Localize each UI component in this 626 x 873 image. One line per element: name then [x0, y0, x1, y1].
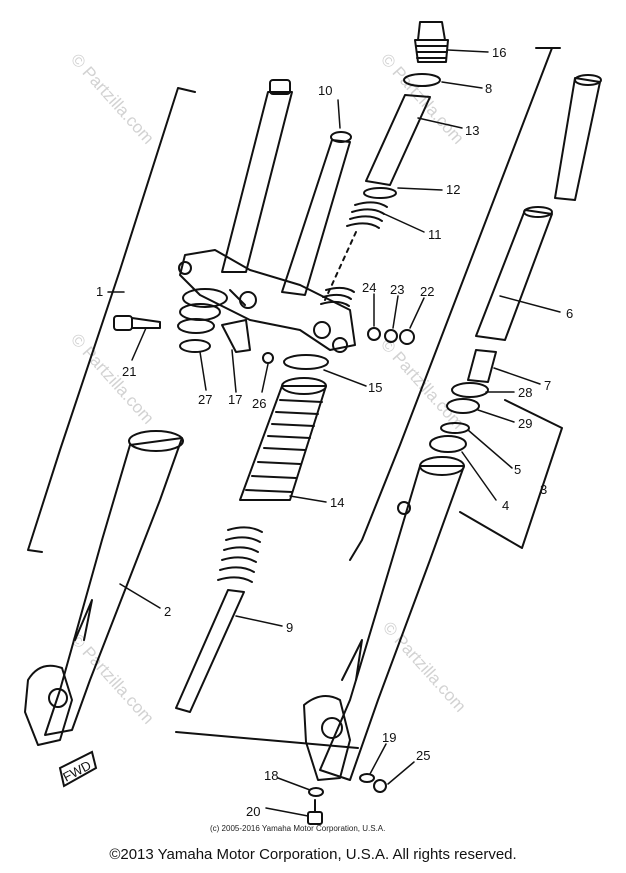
right-outer-tube: [303, 456, 465, 781]
callout-28: 28: [518, 385, 532, 400]
callout-1: 1: [96, 284, 103, 299]
callout-labels: 16 8 13 12 11 10 6 7 28 29 5 3 4 24 23 2…: [96, 45, 573, 819]
damper-rod-9: [175, 526, 263, 713]
washer-18: [308, 787, 324, 797]
callout-17: 17: [228, 392, 242, 407]
left-outer-tube: [24, 430, 184, 746]
watermark-6: © Partzilla.com: [379, 618, 470, 716]
callout-18: 18: [264, 768, 278, 783]
watermark-3: © Partzilla.com: [67, 330, 158, 428]
upper-boot-left: [177, 288, 228, 334]
rubber-boot-14: [239, 377, 327, 501]
callout-6: 6: [566, 306, 573, 321]
bolt-20: [307, 799, 323, 825]
nut-22: [399, 329, 415, 345]
callout-23: 23: [390, 282, 404, 297]
washer-19: [359, 773, 375, 783]
callout-11: 11: [428, 227, 442, 242]
callout-13: 13: [465, 123, 479, 138]
callout-15: 15: [368, 380, 382, 395]
plate-17: [221, 319, 251, 353]
fwd-arrow-icon: FWD: [58, 750, 98, 788]
fork-cap-16: [414, 21, 449, 63]
callout-14: 14: [330, 495, 344, 510]
copyright-notice: ©2013 Yamaha Motor Corporation, U.S.A. A…: [109, 846, 517, 863]
triple-clamp: [178, 249, 356, 353]
callout-5: 5: [514, 462, 521, 477]
bracket-3: [459, 399, 563, 549]
right-inner-tube-lower: [475, 206, 553, 341]
callout-9: 9: [286, 620, 293, 635]
fwd-label: FWD: [60, 758, 93, 785]
washer-29: [446, 398, 480, 414]
watermark-1: © Partzilla.com: [67, 50, 158, 148]
bushing-7: [467, 349, 497, 383]
callout-25: 25: [416, 748, 430, 763]
callout-10: 10: [318, 83, 332, 98]
callout-26: 26: [252, 396, 266, 411]
bolt-25: [373, 779, 387, 793]
right-inner-tube-upper: [554, 74, 602, 201]
callout-4: 4: [502, 498, 509, 513]
callout-21: 21: [122, 364, 136, 379]
watermark-5: © Partzilla.com: [67, 630, 158, 728]
pinch-bolt-21: [113, 315, 161, 331]
callout-20: 20: [246, 804, 260, 819]
washer-27: [179, 339, 211, 353]
callout-27: 27: [198, 392, 212, 407]
callout-24: 24: [362, 280, 376, 295]
seal-28: [451, 382, 489, 398]
clip-5: [440, 422, 470, 434]
bolt-26: [262, 352, 274, 364]
steering-shaft: [281, 131, 352, 296]
callout-8: 8: [485, 81, 492, 96]
callout-7: 7: [544, 378, 551, 393]
callout-16: 16: [492, 45, 506, 60]
o-ring-8: [403, 73, 441, 87]
diagram-credit: (c) 2005-2016 Yamaha Motor Corporation, …: [210, 824, 385, 833]
right-assembly-bracket: [349, 47, 561, 561]
washer-24: [367, 327, 381, 341]
washer-12: [363, 187, 397, 199]
oil-seal-4: [429, 435, 467, 453]
spring-11: [320, 201, 388, 307]
spacer-13: [365, 94, 431, 186]
callout-22: 22: [420, 284, 434, 299]
watermarks: © Partzilla.com © Partzilla.com © Partzi…: [67, 50, 470, 728]
callout-3: 3: [540, 482, 547, 497]
left-inner-tube: [221, 79, 293, 273]
callout-2: 2: [164, 604, 171, 619]
leader-lines: [107, 49, 561, 817]
callout-29: 29: [518, 416, 532, 431]
lower-bracket-line: [175, 731, 359, 749]
dust-seal-15: [283, 354, 329, 370]
washer-23: [384, 329, 398, 343]
left-assembly-bracket: [27, 87, 196, 553]
callout-12: 12: [446, 182, 460, 197]
callout-19: 19: [382, 730, 396, 745]
watermark-2: © Partzilla.com: [377, 50, 468, 148]
